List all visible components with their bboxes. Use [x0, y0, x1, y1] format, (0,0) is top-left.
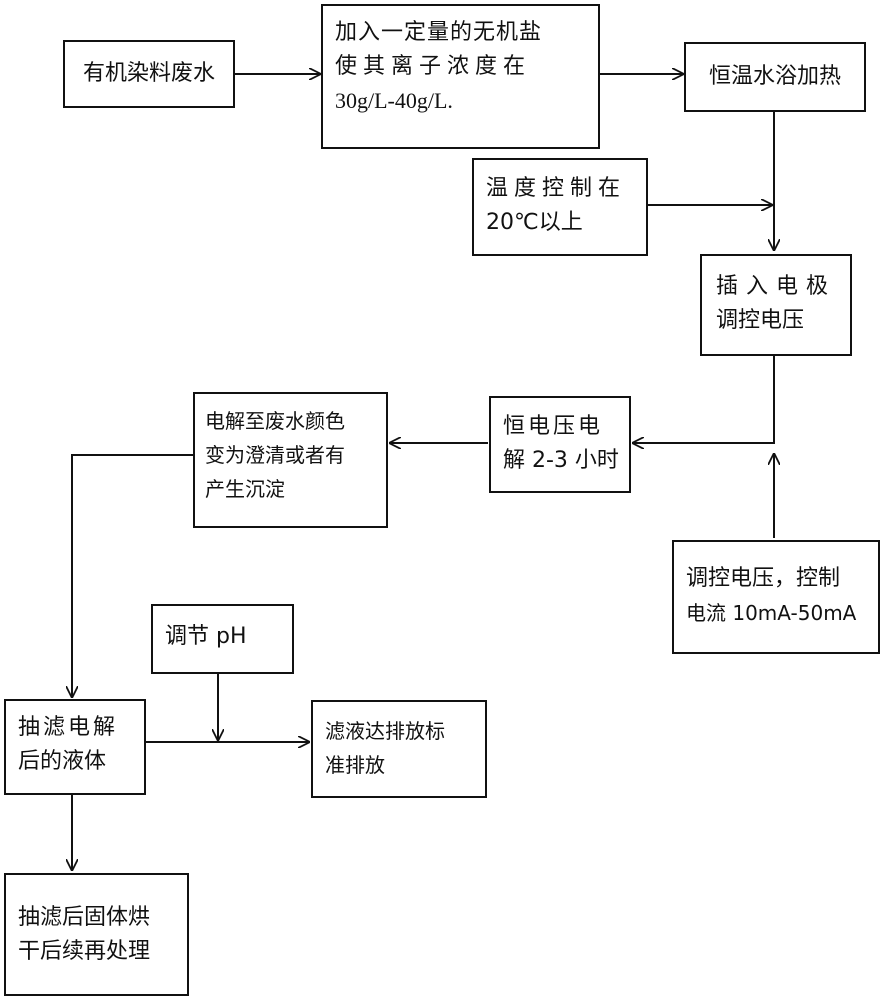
node-text-line: 干后续再处理 [18, 939, 151, 964]
node-text-line: 调控电压 [716, 308, 805, 333]
node-text-line: 变为澄清或者有 [205, 443, 345, 467]
node-text-line: 使其离子浓度在 [335, 54, 532, 79]
node-constant-voltage-electrolysis: 恒电压电 解 2-3 小时 [489, 396, 631, 493]
node-current-control: 调控电压，控制 电流 10mA-50mA [672, 540, 880, 654]
node-text-line: 加入一定量的无机盐 [335, 20, 543, 45]
node-filtrate-discharge: 滤液达排放标 准排放 [311, 700, 487, 798]
node-text-line: 抽滤后固体烘 [18, 905, 151, 930]
node-text-line: 插入电极 [716, 274, 837, 299]
node-solid-drying: 抽滤后固体烘 干后续再处理 [4, 873, 189, 996]
node-add-inorganic-salt: 加入一定量的无机盐 使其离子浓度在 30g/L-40g/L. [321, 4, 600, 149]
node-text-line: 准排放 [325, 753, 385, 777]
node-text-line: 调节 pH [165, 624, 247, 649]
node-adjust-ph: 调节 pH [151, 604, 294, 674]
node-text-line: 20℃以上 [486, 210, 583, 235]
node-text-line: 电解至废水颜色 [205, 409, 345, 433]
node-filter-liquid: 抽滤电解 后的液体 [4, 699, 146, 795]
node-text-line: 滤液达排放标 [325, 719, 445, 743]
node-insert-electrode: 插入电极 调控电压 [700, 254, 852, 356]
node-text-line: 抽滤电解 [18, 715, 119, 740]
node-organic-dye-wastewater: 有机染料废水 [63, 40, 235, 108]
node-text-line: 有机染料废水 [82, 61, 215, 86]
edge-electrode-to-const-voltage [633, 356, 775, 443]
node-water-bath-heating: 恒温水浴加热 [684, 42, 866, 112]
node-text-line: 温度控制在 [486, 176, 627, 201]
node-text-line: 恒温水浴加热 [708, 64, 841, 89]
node-temperature-control: 温度控制在 20℃以上 [472, 158, 648, 256]
node-text-line: 后的液体 [18, 749, 107, 774]
edge-electrolysis-end-to-filter [72, 454, 193, 697]
node-text-line: 电流 10mA-50mA [686, 601, 857, 625]
node-text-line: 调控电压，控制 [686, 566, 841, 591]
node-text-line: 恒电压电 [503, 414, 604, 439]
node-electrolysis-until-clear: 电解至废水颜色 变为澄清或者有 产生沉淀 [193, 392, 388, 528]
node-text-line: 30g/L-40g/L. [335, 88, 453, 113]
node-text-line: 解 2-3 小时 [503, 448, 619, 473]
node-text-line: 产生沉淀 [205, 477, 285, 501]
